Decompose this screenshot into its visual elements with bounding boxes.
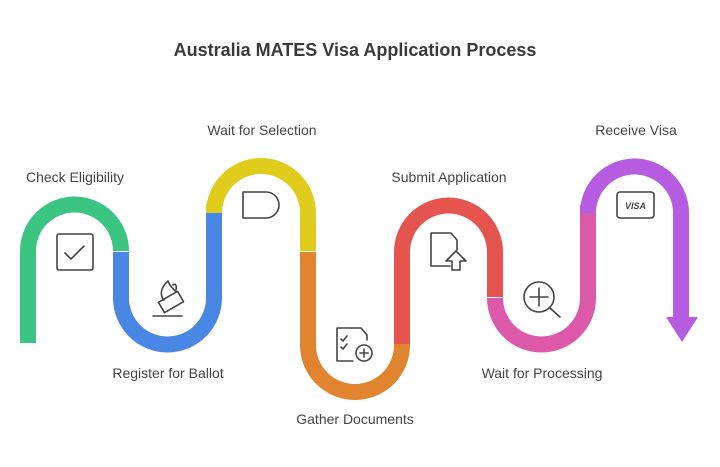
step-label-submit-application: Submit Application [391, 169, 507, 185]
step-label-wait-processing: Wait for Processing [481, 365, 603, 381]
diagram-title: Australia MATES Visa Application Process [173, 40, 537, 60]
step-label-gather-documents: Gather Documents [296, 411, 414, 427]
checkbox-icon [56, 233, 94, 271]
document-checklist-add-icon [336, 327, 373, 362]
step-label-wait-selection: Wait for Selection [207, 122, 317, 138]
delay-gate-icon [242, 191, 280, 219]
step-label-register-ballot: Register for Ballot [112, 365, 224, 381]
ballot-vote-icon [152, 280, 185, 317]
segment-check-eligibility [20, 196, 129, 343]
segment-receive-visa [580, 158, 689, 318]
zoom-in-icon [523, 281, 561, 318]
segment-register-ballot [113, 205, 222, 353]
arrow-head [666, 317, 698, 342]
visa-card-icon [616, 191, 655, 219]
step-label-check-eligibility: Check Eligibility [25, 169, 125, 185]
segment-wait-processing [487, 205, 596, 353]
segment-gather-documents [300, 252, 410, 400]
visa-card-text: VISA [625, 201, 646, 211]
segment-wait-selection [206, 158, 316, 251]
step-label-receive-visa: Receive Visa [595, 122, 677, 138]
segment-submit-application [394, 197, 503, 344]
document-upload-icon [430, 232, 467, 271]
